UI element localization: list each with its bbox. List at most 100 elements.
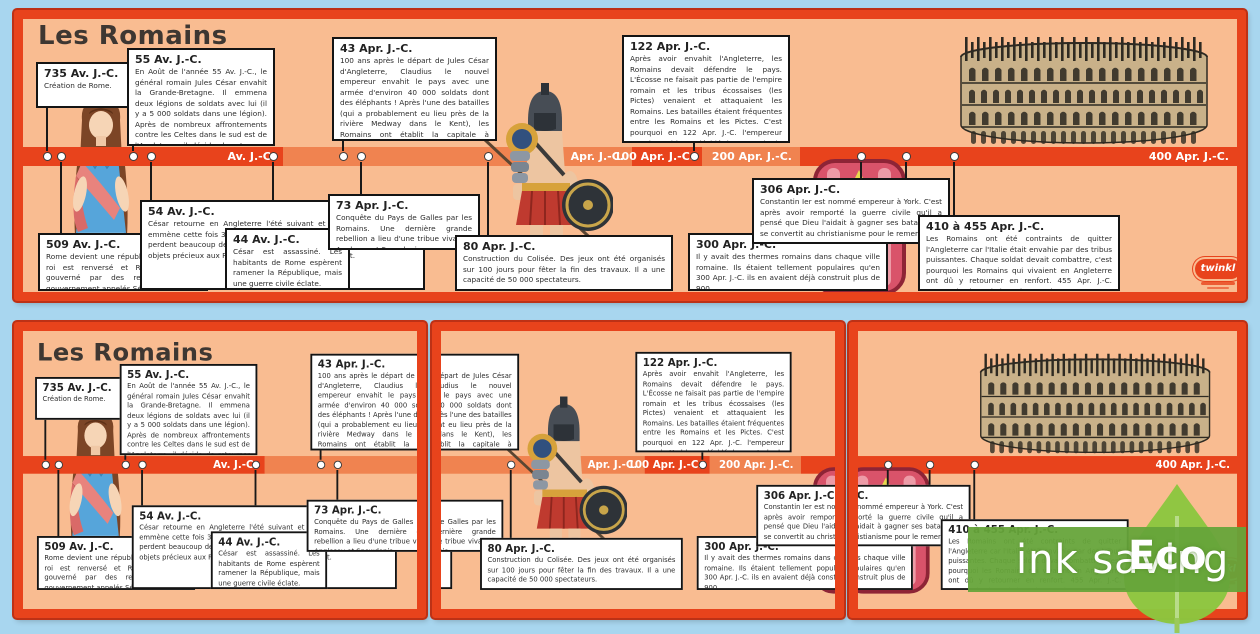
timeline-band-segment: 200 Apr. J.-C. (709, 456, 801, 474)
timeline-marker-dot (251, 460, 260, 470)
event-date: 73 Apr. J.-C. (314, 504, 382, 517)
logo-tagline-line (1207, 287, 1229, 289)
timeline-marker-dot (901, 152, 911, 161)
timeline-band-segment: 200 Apr. J.-C. (702, 147, 800, 166)
event-box: 306 Apr. J.-C.Constantin Ier est nommé e… (756, 484, 835, 547)
timeline-era-label: Apr. J.-C. (587, 458, 638, 471)
timeline-era-label: 400 Apr. J.-C. (1155, 458, 1230, 471)
timeline-poster-main: Les Romains Av. J.-C. Apr. J.-C.100 Apr. … (14, 10, 1246, 301)
event-connector-line (336, 469, 339, 504)
event-description: Conquête du Pays de Galles par les Romai… (314, 517, 417, 552)
event-description: En Août de l'année 55 Av. J.-C., le géné… (127, 381, 250, 456)
timeline-marker-dot (356, 152, 366, 161)
event-date: 410 à 455 Apr. J.-C. (926, 220, 1045, 233)
event-description: Après avoir envahit l'Angleterre, les Ro… (630, 54, 782, 141)
timeline-marker-dot (338, 152, 348, 161)
timeline-marker-dot (268, 152, 278, 161)
event-date: 54 Av. J.-C. (148, 205, 215, 218)
event-description: Création de Rome. (42, 394, 106, 404)
event-connector-line (44, 419, 47, 460)
timeline-era-label: Av. J.-C. (213, 458, 258, 471)
timeline-scene: Les Romains Av. J.-C.Apr. J.-C.100 Apr. … (23, 337, 417, 591)
timeline-marker-dot (121, 460, 130, 470)
event-date: 43 Apr. J.-C. (340, 42, 413, 55)
event-box: 43 Apr. J.-C.100 ans après le départ de … (310, 353, 417, 451)
timeline-page-3-viewport: Les Romains Av. J.-C.Apr. J.-C.100 Apr. … (858, 331, 1237, 609)
twinkl-logo: twinkl (1195, 259, 1237, 289)
twinkl-logo-text: twinkl (1195, 259, 1237, 279)
event-date: 306 Apr. J.-C. (858, 489, 869, 502)
timeline-era-label: 200 Apr. J.-C. (718, 458, 794, 471)
event-connector-line (509, 469, 512, 542)
event-date: 80 Apr. J.-C. (487, 542, 555, 555)
event-date: 44 Av. J.-C. (218, 536, 281, 549)
event-connector-line (132, 146, 134, 151)
timeline-marker-dot (56, 152, 66, 161)
event-description: Conquête du Pays de Galles par les Romai… (441, 517, 496, 552)
event-box: 122 Apr. J.-C.Après avoir envahit l'Angl… (635, 351, 792, 453)
event-description: Rome devient une république. Le dernier … (46, 252, 200, 291)
timeline-marker-dot (483, 152, 493, 161)
ink-saving-ribbon: ink saving (968, 527, 1246, 592)
event-date: 122 Apr. J.-C. (630, 40, 711, 53)
event-connector-line (928, 469, 931, 489)
event-date: 306 Apr. J.-C. (763, 489, 835, 502)
event-box: 122 Apr. J.-C.Après avoir envahit l'Angl… (622, 35, 790, 143)
event-box: 80 Apr. J.-C.Construction du Colisée. De… (455, 235, 673, 291)
event-connector-line (124, 455, 127, 460)
event-box: 55 Av. J.-C.En Août de l'année 55 Av. J.… (127, 48, 275, 146)
ink-saving-label: ink saving (1016, 536, 1230, 583)
colosseum-illustration (973, 348, 1217, 465)
timeline-main-viewport: Les Romains Av. J.-C. Apr. J.-C.100 Apr. … (23, 19, 1237, 292)
timeline-band-segment: 400 Apr. J.-C. (800, 147, 1237, 166)
event-date: 54 Av. J.-C. (139, 509, 202, 523)
eco-label: Eco (1128, 533, 1207, 579)
event-description: 100 ans après le départ de Jules César d… (317, 371, 417, 449)
event-box: 55 Av. J.-C.En Août de l'année 55 Av. J.… (119, 363, 258, 456)
event-box: 73 Apr. J.-C.Conquête du Pays de Galles … (441, 499, 504, 552)
timeline-marker-dot (506, 460, 515, 470)
timeline-marker-dot (949, 152, 959, 161)
event-box: 43 Apr. J.-C.100 ans après le départ de … (441, 353, 520, 451)
event-description: Il y avait des thermes romains dans chaq… (704, 553, 835, 590)
event-connector-line (254, 469, 257, 536)
timeline-marker-dot (333, 460, 342, 470)
timeline-marker-dot (856, 152, 866, 161)
poster-title: Les Romains (38, 21, 228, 51)
timeline-band: Av. J.-C.Apr. J.-C.100 Apr. J.-C.200 Apr… (441, 456, 835, 474)
timeline-marker-dot (883, 460, 892, 470)
event-description: César est assassiné. Les habitants de Ro… (233, 247, 342, 288)
timeline-marker-dot (698, 460, 707, 470)
event-description: Conquête du Pays de Galles par les Romai… (336, 213, 472, 250)
event-description: Constantin Ier est nommé empereur à York… (763, 502, 835, 541)
timeline-era-label: Apr. J.-C. (570, 150, 624, 163)
colosseum-illustration (953, 31, 1215, 157)
event-box: 306 Apr. J.-C.Constantin Ier est nommé e… (752, 178, 950, 244)
timeline-scene: Les Romains Av. J.-C.Apr. J.-C.100 Apr. … (441, 337, 835, 594)
timeline-scene: Les Romains Av. J.-C. Apr. J.-C.100 Apr. … (23, 19, 1237, 292)
timeline-era-label: 400 Apr. J.-C. (1148, 150, 1229, 163)
timeline-band-segment: 400 Apr. J.-C. (858, 456, 1237, 474)
event-box: 73 Apr. J.-C.Conquête du Pays de Galles … (328, 194, 480, 250)
timeline-era-label: 100 Apr. J.-C. (613, 150, 694, 163)
event-description: 100 ans après le départ de Jules César d… (340, 56, 489, 140)
event-description: César est assassiné. Les habitants de Ro… (218, 549, 320, 587)
event-date: 735 Av. J.-C. (42, 381, 112, 394)
timeline-page-preview-2[interactable]: Les Romains Av. J.-C.Apr. J.-C.100 Apr. … (432, 322, 844, 618)
event-description: Constantin Ier est nommé empereur à York… (858, 502, 964, 541)
logo-tagline-line (1201, 282, 1235, 285)
event-description: Constantin Ier est nommé empereur à York… (760, 197, 942, 238)
timeline-era-label: Av. J.-C. (227, 150, 276, 163)
event-box: 735 Av. J.-C.Création de Rome. (35, 376, 129, 420)
timeline-page-preview-1[interactable]: Les Romains Av. J.-C.Apr. J.-C.100 Apr. … (14, 322, 426, 618)
event-date: 44 Av. J.-C. (233, 233, 300, 246)
event-description: Construction du Colisée. Des jeux ont ét… (487, 555, 676, 584)
event-description: Après avoir envahit l'Angleterre, les Ro… (642, 369, 785, 451)
timeline-marker-dot (316, 460, 325, 470)
event-date: 55 Av. J.-C. (135, 53, 202, 66)
event-description: Il y avait des thermes romains dans chaq… (696, 252, 880, 291)
timeline-page-2-viewport: Les Romains Av. J.-C.Apr. J.-C.100 Apr. … (441, 331, 835, 609)
event-description: Il y avait des thermes romains dans chaq… (858, 553, 906, 582)
event-connector-line (319, 450, 322, 460)
